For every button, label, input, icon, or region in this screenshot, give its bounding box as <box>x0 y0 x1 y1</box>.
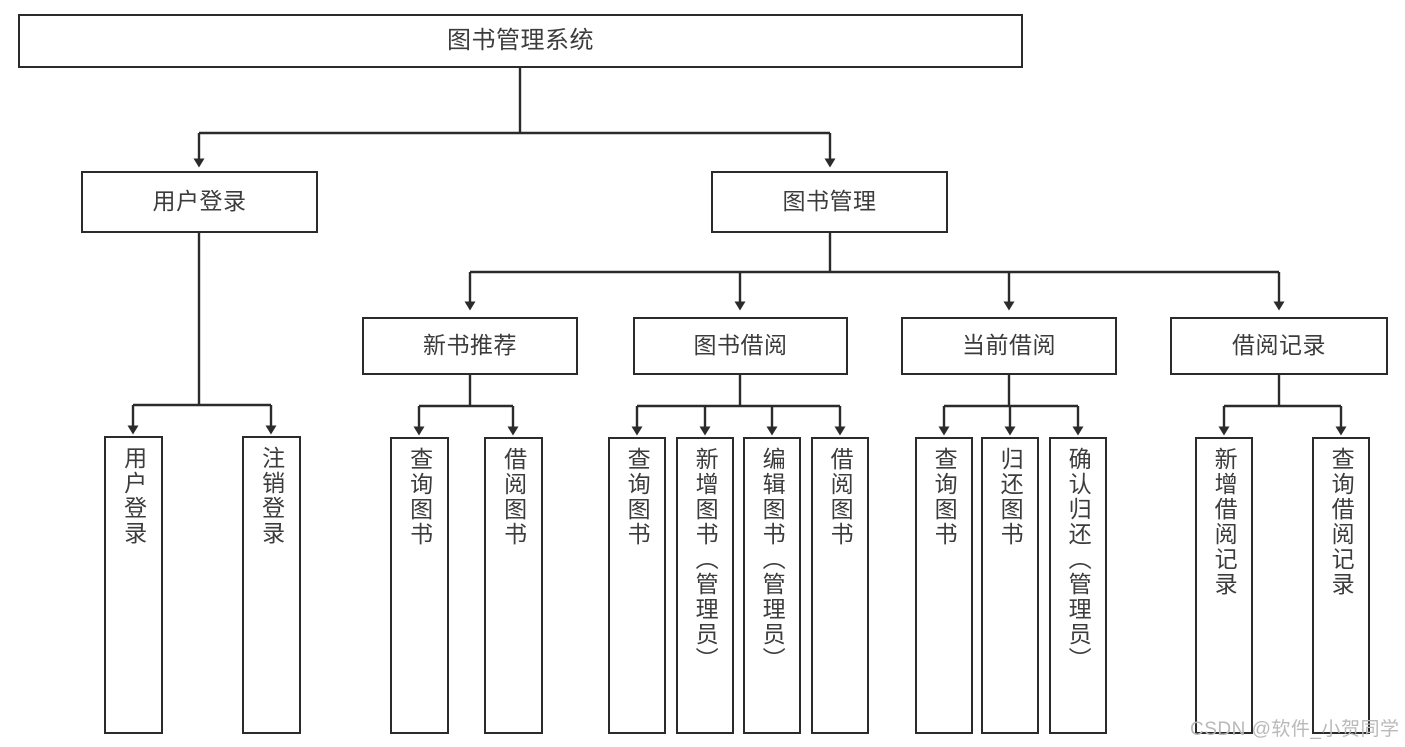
node-label: 编辑图书（管理员） <box>759 447 786 672</box>
leaf-borrow-query-book[interactable]: 查询图书 <box>608 437 666 734</box>
node-label: 新书推荐 <box>423 332 517 359</box>
node-label: 查询借阅记录 <box>1328 447 1355 597</box>
leaf-recommend-query-book[interactable]: 查询图书 <box>390 437 449 734</box>
node-label: 借阅图书 <box>827 447 854 547</box>
node-label: 借阅记录 <box>1232 332 1326 359</box>
node-label: 查询图书 <box>931 447 958 547</box>
node-label: 新增借阅记录 <box>1211 447 1238 597</box>
node-borrow-record[interactable]: 借阅记录 <box>1170 317 1388 375</box>
leaf-user-login[interactable]: 用户登录 <box>104 436 163 734</box>
csdn-watermark: CSDN @软件_小贺同学 <box>1190 719 1400 740</box>
node-new-book-recommend[interactable]: 新书推荐 <box>362 317 578 375</box>
leaf-borrow-edit-book-admin[interactable]: 编辑图书（管理员） <box>743 437 801 734</box>
node-label: 图书借阅 <box>693 332 788 359</box>
node-label: 新增图书（管理员） <box>692 447 719 672</box>
leaf-current-confirm-return-admin[interactable]: 确认归还（管理员） <box>1049 437 1107 734</box>
node-root-system[interactable]: 图书管理系统 <box>18 14 1023 68</box>
node-label: 图书管理系统 <box>447 26 594 54</box>
node-label: 当前借阅 <box>962 332 1056 359</box>
leaf-borrow-borrow-book[interactable]: 借阅图书 <box>811 437 869 734</box>
node-label: 查询图书 <box>406 447 433 547</box>
leaf-current-query-book[interactable]: 查询图书 <box>915 437 973 734</box>
node-label: 用户登录 <box>152 188 247 215</box>
node-user-login[interactable]: 用户登录 <box>81 171 318 233</box>
node-label: 注销登录 <box>258 446 285 546</box>
node-book-borrow[interactable]: 图书借阅 <box>633 317 848 375</box>
node-label: 确认归还（管理员） <box>1065 447 1092 672</box>
leaf-record-query-record[interactable]: 查询借阅记录 <box>1312 437 1370 734</box>
node-label: 借阅图书 <box>500 447 527 547</box>
leaf-recommend-borrow-book[interactable]: 借阅图书 <box>484 437 543 734</box>
node-label: 图书管理 <box>782 188 877 215</box>
node-label: 查询图书 <box>624 447 651 547</box>
leaf-logout[interactable]: 注销登录 <box>242 436 301 734</box>
leaf-current-return-book[interactable]: 归还图书 <box>981 437 1039 734</box>
node-label: 归还图书 <box>997 447 1024 547</box>
leaf-record-add-record[interactable]: 新增借阅记录 <box>1195 437 1253 734</box>
node-label: 用户登录 <box>120 446 147 546</box>
node-book-management[interactable]: 图书管理 <box>711 171 948 233</box>
node-current-borrow[interactable]: 当前借阅 <box>901 317 1117 375</box>
leaf-borrow-add-book-admin[interactable]: 新增图书（管理员） <box>676 437 734 734</box>
